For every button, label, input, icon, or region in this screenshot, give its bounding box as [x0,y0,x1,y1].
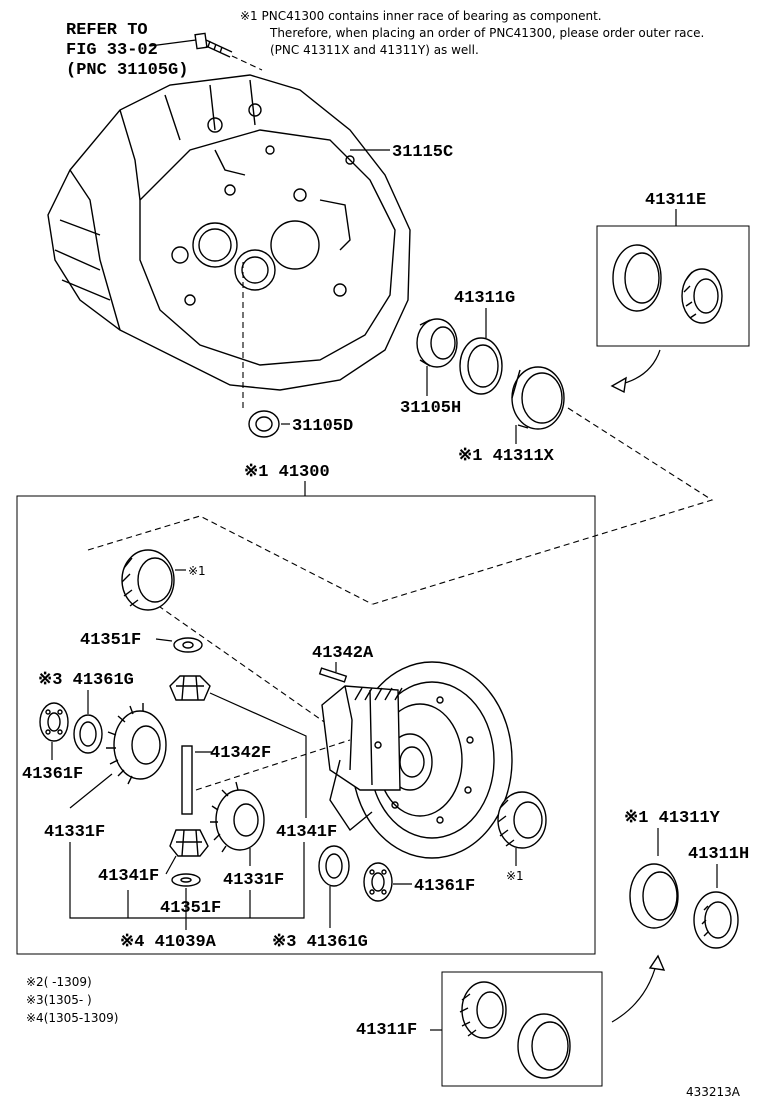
arrow-41311E [611,349,661,387]
thrust-washer-41361G-bottom-icon [318,845,350,887]
label-41361F-right: 41361F [414,877,475,896]
label-41351F-top: 41351F [80,631,141,650]
mark-1-top: ※1 [188,564,206,578]
note-line-2: Therefore, when placing an order of PNC4… [269,26,704,40]
bearing-outer-race-41311Y-icon [629,863,679,929]
pinion-shaft-41342F-icon [181,745,193,815]
note-line-3: (PNC 41311X and 41311Y) as well. [270,43,479,57]
label-41300: ※1 41300 [244,463,330,482]
shim-41311G-icon [459,337,503,395]
bearing-41311E-icon [612,244,723,324]
washer-41361F-left-icon [39,702,69,742]
bolt-icon [149,32,263,71]
pinion-gear-top-icon [169,675,211,701]
footnote-2: ※2( -1309) [26,975,92,989]
label-41331F-left: 41331F [44,823,105,842]
label-41311Y: ※1 41311Y [624,809,721,828]
label-41341F-right: 41341F [276,823,337,842]
refer-line-1: REFER TO [66,21,148,40]
label-41311X: ※1 41311X [458,447,555,466]
label-41311H: 41311H [688,845,749,864]
pin-41342A-icon [318,667,348,683]
footnote-4: ※4(1305-1309) [26,1011,118,1025]
differential-case-ring-gear-icon [321,661,513,859]
label-41342A: 41342A [312,644,374,663]
label-41351F-bottom: 41351F [160,899,221,918]
bearing-outer-race-41311X-icon [511,366,565,430]
label-41341F-bottom: 41341F [98,867,159,886]
bearing-41311F-icon [459,981,571,1079]
label-41311G: 41311G [454,289,515,308]
pinion-gear-bottom-icon [169,829,209,857]
shim-41311H-icon [693,891,739,949]
label-31105D: 31105D [292,417,353,436]
washer-41361F-right-icon [363,862,393,902]
label-41311F: 41311F [356,1021,417,1040]
label-41342F: 41342F [210,744,271,763]
note-line-1: ※1 PNC41300 contains inner race of beari… [240,9,602,23]
label-41311E: 41311E [645,191,706,210]
kit-bracket [69,842,305,930]
side-gear-41331F-left-icon [106,703,167,785]
bearing-inner-top-icon [121,549,175,611]
box-41311E [596,225,750,347]
footnote-3: ※3(1305- ) [26,993,92,1007]
side-gear-41331F-right-icon [210,781,265,853]
label-41361F-left: 41361F [22,765,83,784]
thrust-washer-41351F-bottom-icon [171,873,201,887]
box-41300 [16,495,596,955]
refer-line-2: FIG 33-02 [66,41,158,60]
figure-id: 433213A [686,1085,741,1099]
label-41331F-right: 41331F [223,871,284,890]
transaxle-case-icon [47,74,411,391]
label-41361G-top: ※3 41361G [38,671,134,690]
box-41311F [441,971,603,1087]
oil-seal-31105H-icon [416,318,458,368]
bearing-inner-bottom-icon [497,791,547,849]
label-31115C: 31115C [392,143,453,162]
label-31105H: 31105H [400,399,461,418]
mark-1-bottom: ※1 [506,869,524,883]
thrust-washer-41361G-top-icon [73,714,103,754]
oil-seal-31105D-icon [248,410,280,438]
label-41039A: ※4 41039A [120,933,217,952]
thrust-washer-41351F-top-icon [173,637,203,653]
refer-line-3: (PNC 31105G) [66,61,188,80]
label-41361G-bottom: ※3 41361G [272,933,368,952]
